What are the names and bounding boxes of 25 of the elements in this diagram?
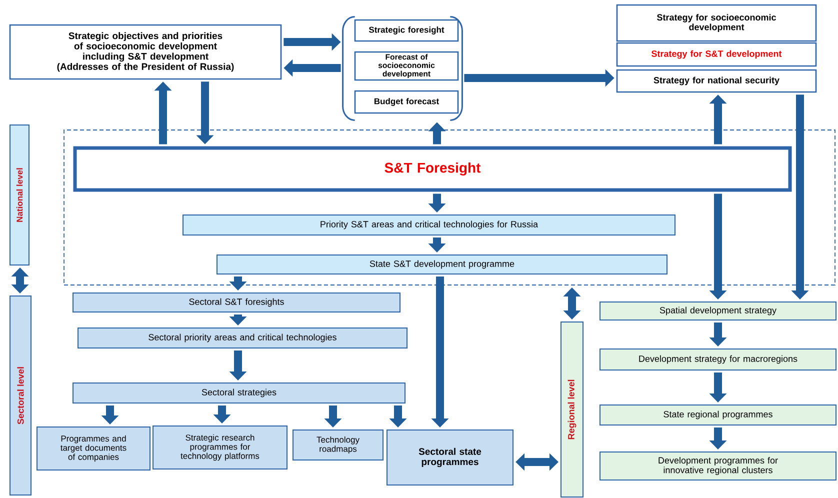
level-label: National level [10,124,30,266]
process-box: Strategic research programmes for technology platforms [152,426,288,470]
text-box: Strategy for national security [616,69,817,93]
process-box: Sectoral strategies [72,382,406,404]
level-label: Sectoral level [10,296,32,496]
text-box: Budget forecast [354,90,459,114]
process-box: State S&T development programme [216,254,668,274]
process-box: Development strategy for macroregions [600,348,836,370]
process-box: Development programmes for innovative regional clusters [600,452,836,480]
text-box: Strategy for socioeconomic development [616,4,817,42]
process-box: Technology roadmaps [292,430,384,460]
text-box: Strategy for S&T development [616,42,817,67]
process-box: Sectoral S&T foresights [72,292,400,312]
bracket-group [342,16,463,121]
text-box: Strategic objectives and priorities of socioeconomic development including S&T development (Addresses of the President of Russia) [9,24,282,80]
process-box: Sectoral state programmes [386,430,514,486]
process-box: Sectoral priority areas and critical technologies [78,328,408,348]
dashed-region [64,130,836,286]
level-label: Regional level [560,322,584,498]
process-box: Priority S&T areas and critical technologies for Russia [182,214,676,236]
process-box: State regional programmes [600,404,836,426]
process-box: Spatial development strategy [600,302,836,320]
text-box: Strategic foresight [354,19,459,42]
process-box: Programmes and target documents of companies [36,426,150,470]
title-box: S&T Foresight [73,146,792,192]
